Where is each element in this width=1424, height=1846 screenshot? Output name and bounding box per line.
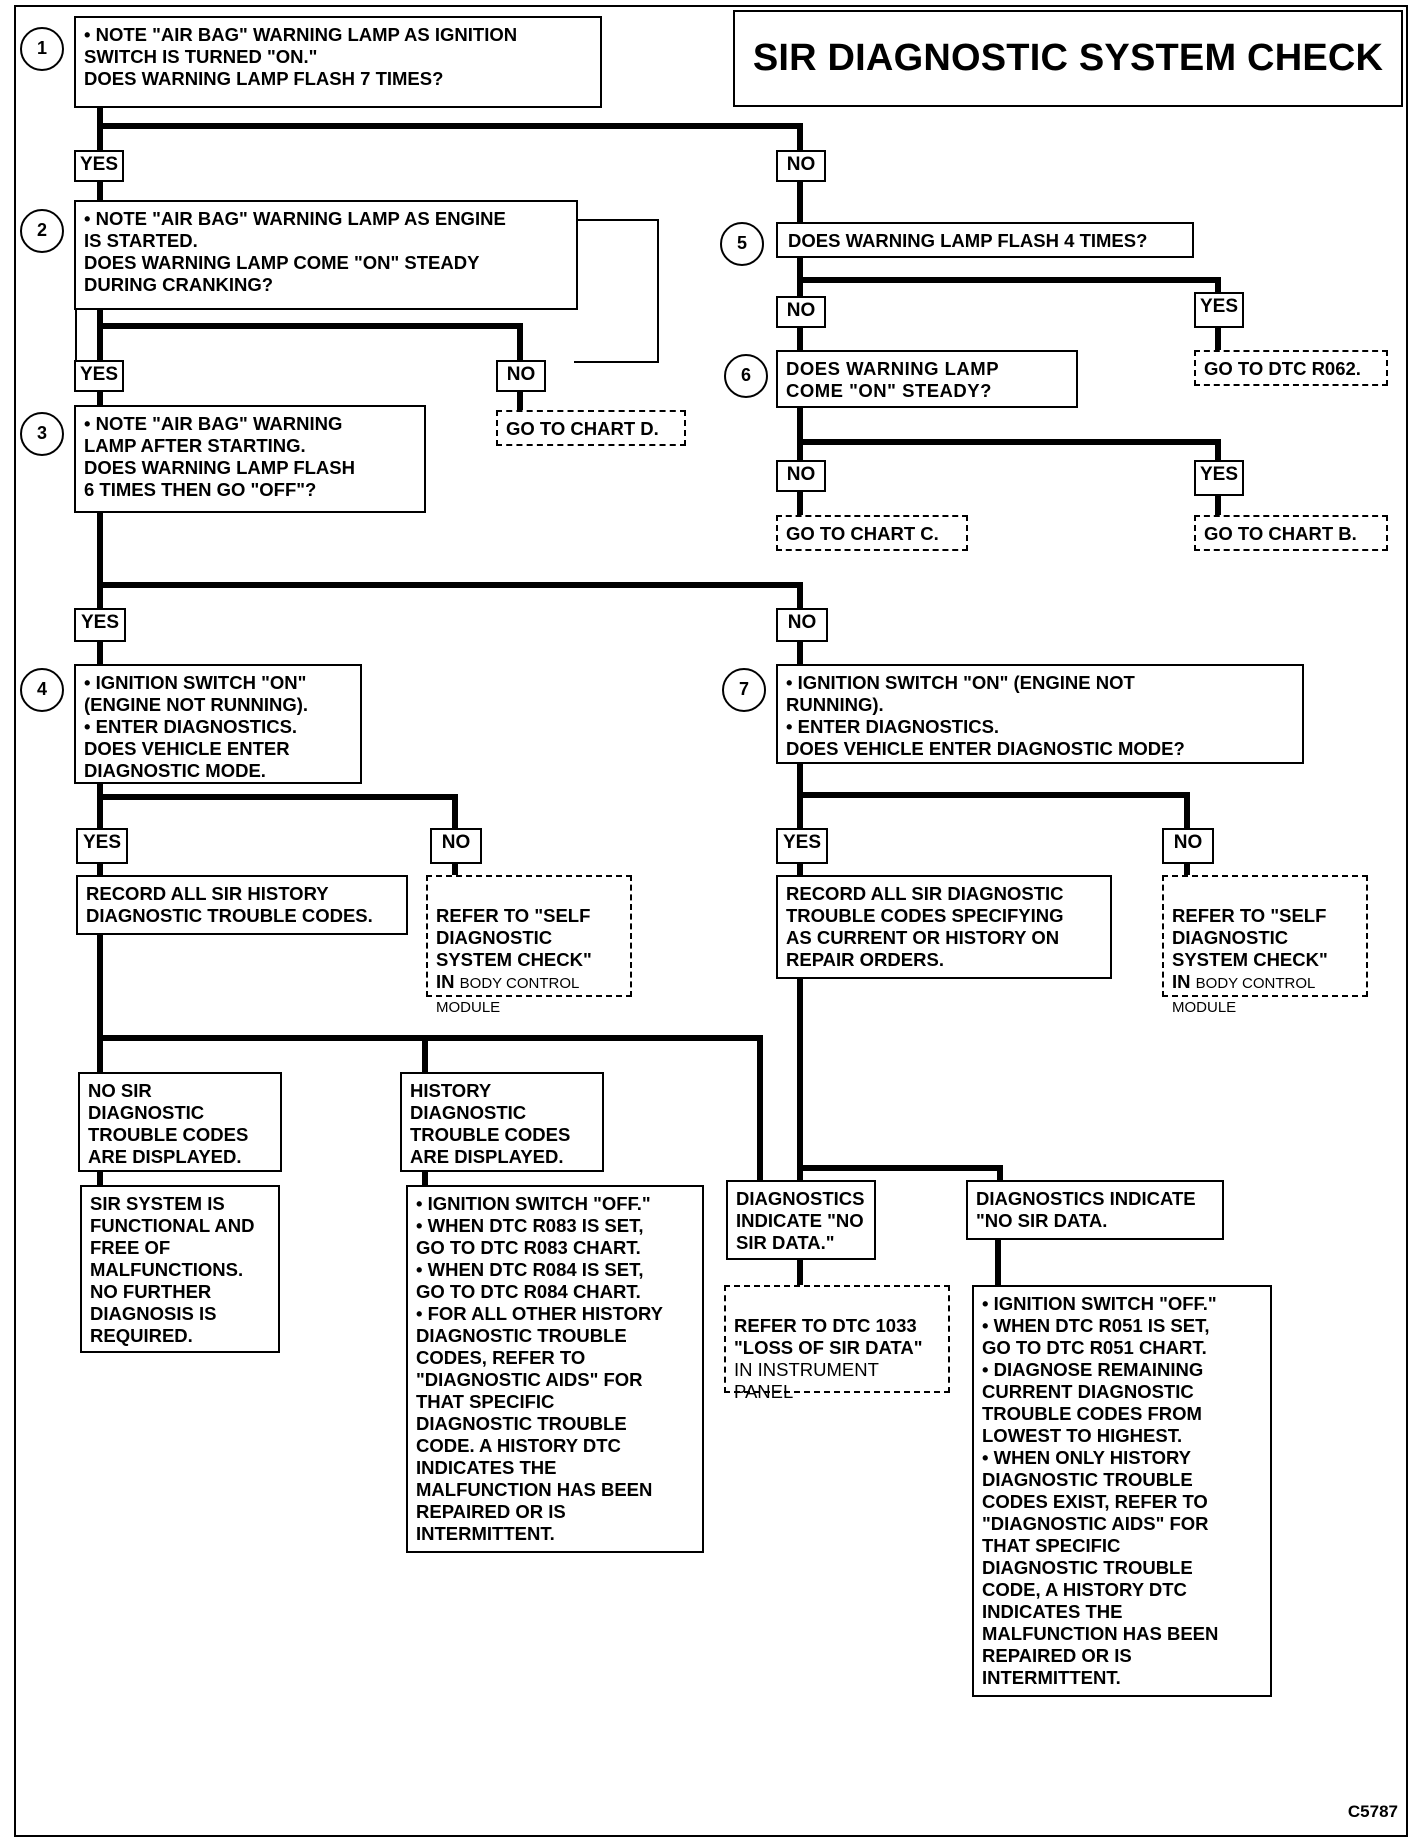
no-label-step7: NO [1162, 828, 1214, 864]
refer-self-diag-left-box: REFER TO "SELF DIAGNOSTIC SYSTEM CHECK" … [426, 875, 632, 1016]
goto-chart-d-box: GO TO CHART D. [496, 410, 686, 446]
no-label-step1: NO [776, 150, 826, 182]
no-label-step5: NO [776, 296, 826, 328]
no-label-step4: NO [430, 828, 482, 864]
yes-label-step4: YES [76, 828, 128, 864]
current-actions-box: • IGNITION SWITCH "OFF." • WHEN DTC R051… [972, 1285, 1272, 1697]
diag-no-sir-data-box-1: DIAGNOSTICS INDICATE "NO SIR DATA." [726, 1180, 876, 1260]
goto-chart-b-box: GO TO CHART B. [1194, 515, 1388, 551]
refer-self-diag-left-text: REFER TO "SELF DIAGNOSTIC SYSTEM CHECK" … [436, 905, 592, 992]
step5-box: DOES WARNING LAMP FLASH 4 TIMES? [776, 222, 1194, 258]
no-label-step6: NO [776, 460, 826, 492]
refer-dtc-1033-box: REFER TO DTC 1033 "LOSS OF SIR DATA"IN I… [724, 1285, 950, 1402]
refer-self-diag-right-text: REFER TO "SELF DIAGNOSTIC SYSTEM CHECK" … [1172, 905, 1328, 992]
step-number-1: 1 [20, 27, 64, 71]
functional-box: SIR SYSTEM IS FUNCTIONAL AND FREE OF MAL… [80, 1185, 280, 1353]
step1-box: • NOTE "AIR BAG" WARNING LAMP AS IGNITIO… [74, 16, 602, 108]
figure-code: C5787 [1347, 1802, 1398, 1821]
refer-self-diag-left-module: BODY CONTROL MODULE [436, 975, 580, 1016]
step-number-5: 5 [720, 222, 764, 266]
record-current-box: RECORD ALL SIR DIAGNOSTIC TROUBLE CODES … [776, 875, 1112, 979]
refer-dtc-1033-location: IN INSTRUMENT PANEL [734, 1359, 879, 1402]
page-border [14, 5, 1408, 1837]
page-title: SIR DIAGNOSTIC SYSTEM CHECK [733, 10, 1403, 107]
yes-label-step3: YES [74, 608, 126, 642]
refer-self-diag-right-module: BODY CONTROL MODULE [1172, 975, 1316, 1016]
yes-label-step5: YES [1194, 292, 1244, 328]
step4-box: • IGNITION SWITCH "ON" (ENGINE NOT RUNNI… [74, 664, 362, 784]
no-label-step2: NO [496, 360, 546, 392]
step-number-3: 3 [20, 412, 64, 456]
yes-label-step6: YES [1194, 460, 1244, 496]
step6-box: DOES WARNING LAMP COME "ON" STEADY? [776, 350, 1078, 408]
yes-label-step2: YES [74, 360, 124, 392]
history-actions-box: • IGNITION SWITCH "OFF." • WHEN DTC R083… [406, 1185, 704, 1553]
goto-chart-c-box: GO TO CHART C. [776, 515, 968, 551]
step-number-7: 7 [722, 668, 766, 712]
record-history-box: RECORD ALL SIR HISTORY DIAGNOSTIC TROUBL… [76, 875, 408, 935]
step2-box: • NOTE "AIR BAG" WARNING LAMP AS ENGINE … [74, 200, 578, 310]
step7-box: • IGNITION SWITCH "ON" (ENGINE NOT RUNNI… [776, 664, 1304, 764]
diag-no-sir-data-box-2: DIAGNOSTICS INDICATE "NO SIR DATA. [966, 1180, 1224, 1240]
no-sir-codes-box: NO SIR DIAGNOSTIC TROUBLE CODES ARE DISP… [78, 1072, 282, 1172]
step-number-4: 4 [20, 668, 64, 712]
step3-box: • NOTE "AIR BAG" WARNING LAMP AFTER STAR… [74, 405, 426, 513]
refer-dtc-1033-text: REFER TO DTC 1033 "LOSS OF SIR DATA" [734, 1315, 923, 1358]
step-number-2: 2 [20, 209, 64, 253]
goto-dtc-r062-box: GO TO DTC R062. [1194, 350, 1388, 386]
yes-label-step1: YES [74, 150, 124, 182]
yes-label-step7: YES [776, 828, 828, 864]
no-label-step3: NO [776, 608, 828, 642]
step-number-6: 6 [724, 354, 768, 398]
history-codes-box: HISTORY DIAGNOSTIC TROUBLE CODES ARE DIS… [400, 1072, 604, 1172]
refer-self-diag-right-box: REFER TO "SELF DIAGNOSTIC SYSTEM CHECK" … [1162, 875, 1368, 1016]
